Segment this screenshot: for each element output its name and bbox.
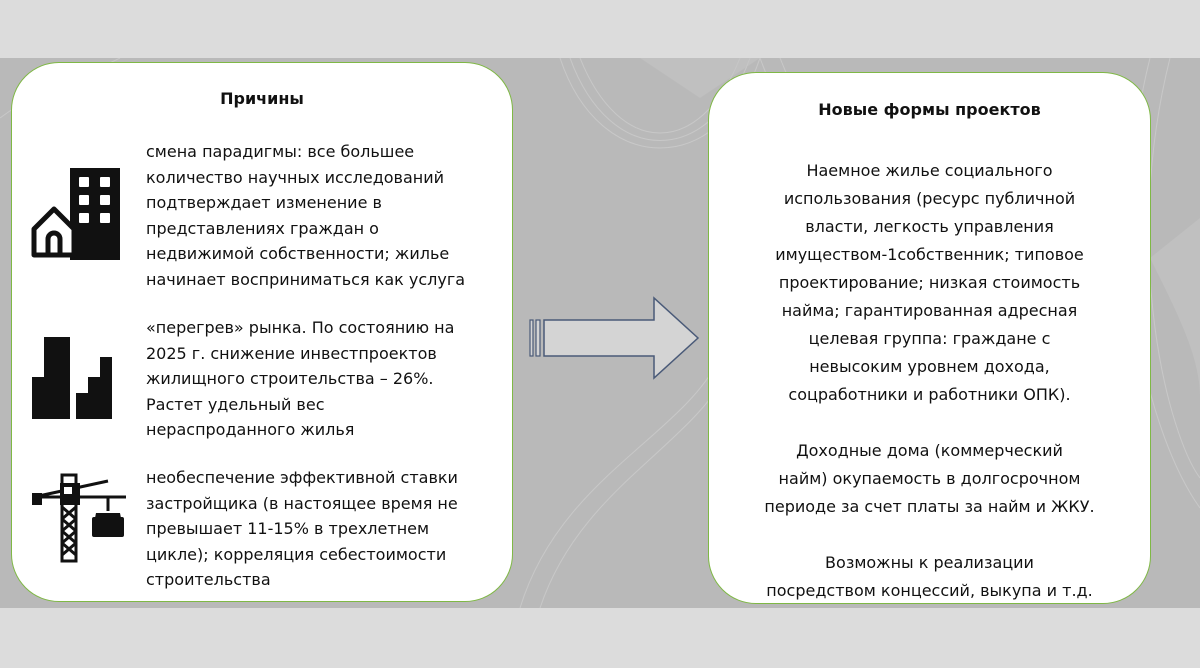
building-house-icon: [31, 168, 120, 260]
new-forms-body: Наемное жилье социального использования …: [723, 157, 1136, 608]
cause-text-2: «перегрев» рынка. По состоянию на 2025 г…: [146, 318, 455, 440]
new-forms-card: Новые формы проектов Наемное жилье социа…: [708, 72, 1151, 604]
new-forms-paragraph-1: Наемное жилье социального использования …: [775, 161, 1084, 404]
new-forms-paragraph-2: Доходные дома (коммерческий найм) окупае…: [764, 441, 1095, 516]
causes-title: Причины: [220, 89, 304, 108]
causes-card: Причины смена парадигмы: все большее кол…: [11, 62, 513, 602]
right-arrow-icon: [529, 296, 700, 380]
skyline-icon: [32, 337, 112, 419]
cause-text-1: смена парадигмы: все большее количество …: [146, 142, 466, 289]
new-forms-title: Новые формы проектов: [818, 100, 1041, 119]
new-forms-paragraph-3: Возможны к реализации посредством концес…: [766, 553, 1093, 600]
crane-icon: [32, 473, 126, 563]
cause-text-3: необеспечение эффективной ставки застрой…: [146, 468, 458, 590]
slide: Причины смена парадигмы: все большее кол…: [0, 58, 1200, 608]
